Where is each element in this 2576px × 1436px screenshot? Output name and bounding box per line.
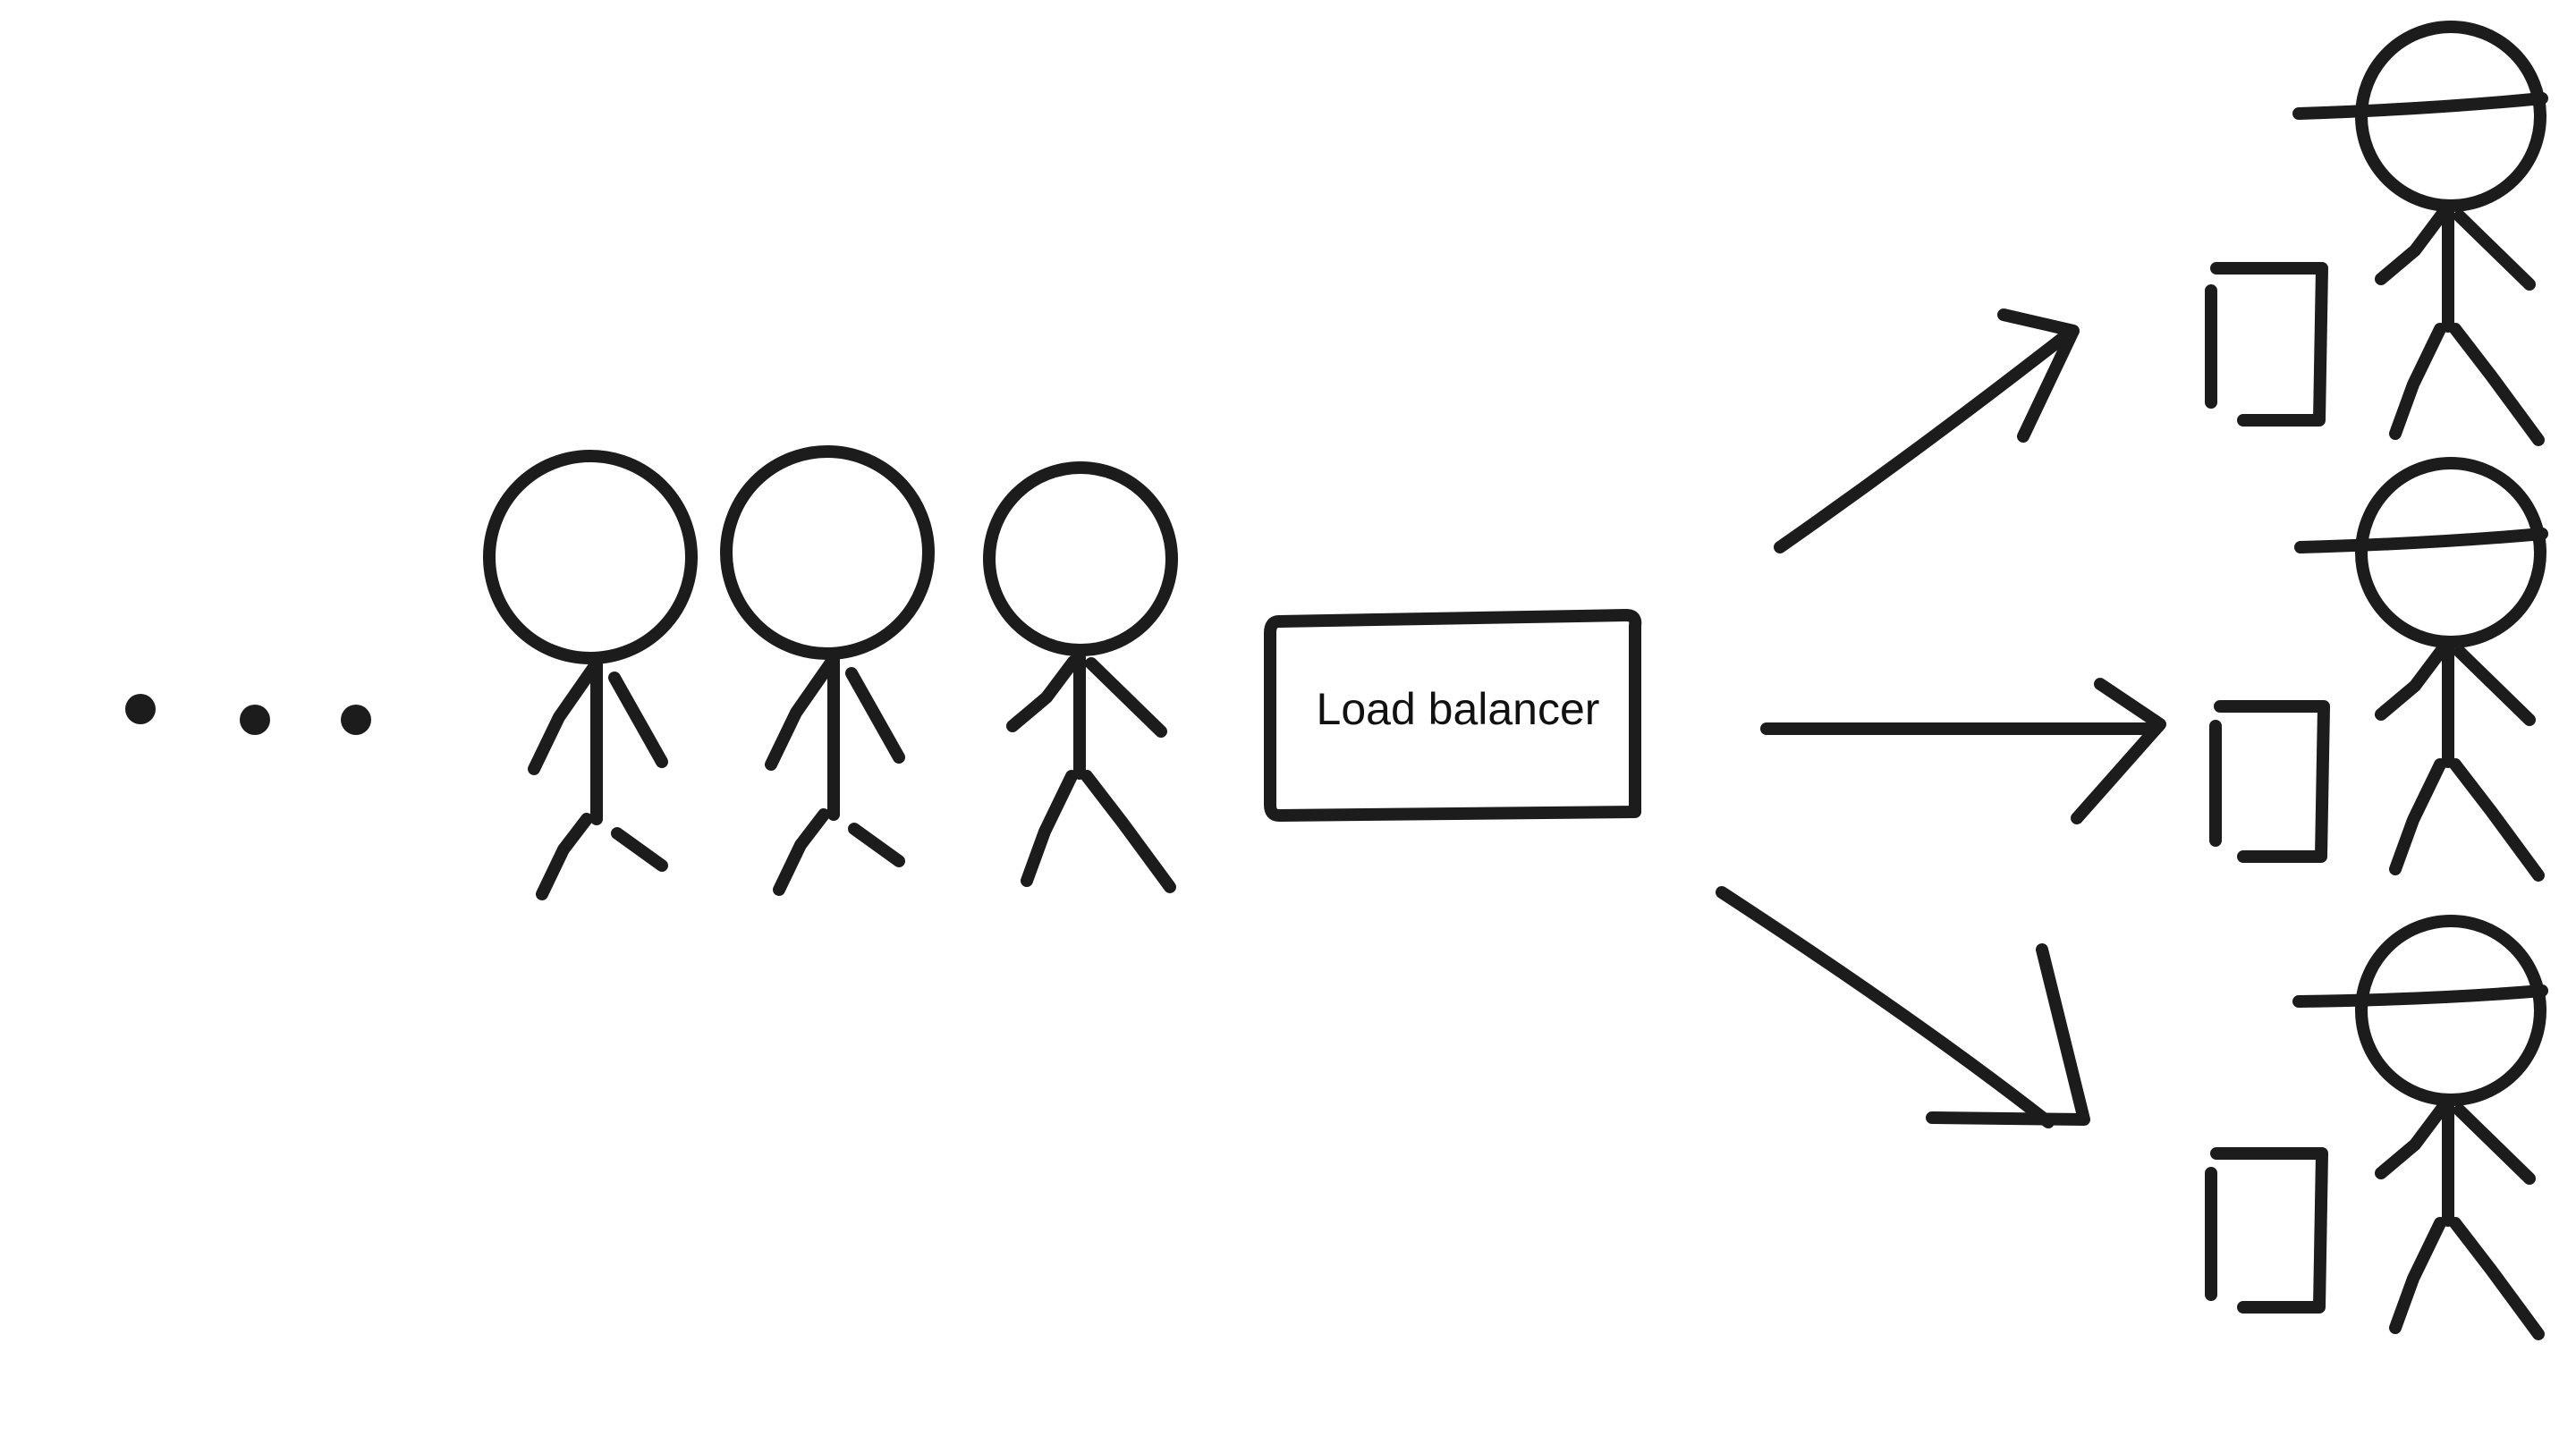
worker-right-leg xyxy=(2449,758,2545,882)
arrow-up-head xyxy=(1997,308,2080,443)
worker-left-arm xyxy=(2375,644,2448,721)
worker-figure xyxy=(2205,915,2548,1340)
load-balancer-label: Load balancer xyxy=(1316,684,1600,734)
worker-tool xyxy=(2209,700,2330,863)
client-left-leg xyxy=(536,813,593,900)
worker-hat-brim xyxy=(2292,984,2548,1008)
worker-head xyxy=(2355,915,2546,1106)
worker-right-leg xyxy=(2449,323,2545,446)
worker-right-leg xyxy=(2449,1217,2545,1340)
client-head xyxy=(483,450,698,664)
worker-left-leg xyxy=(2389,323,2446,440)
worker-left-leg xyxy=(2389,1217,2446,1334)
arrow-down-head xyxy=(1926,943,2090,1126)
worker-tool xyxy=(2205,1147,2328,1314)
client-right-arm xyxy=(845,667,905,764)
client-head xyxy=(720,445,935,660)
worker-left-arm xyxy=(2375,1102,2448,1179)
client-right-leg xyxy=(848,823,905,867)
worker-head xyxy=(2355,457,2546,648)
ellipsis-dot xyxy=(240,705,270,735)
client-figure xyxy=(983,461,1178,893)
ellipsis-dot xyxy=(125,694,156,724)
load-balancer-box xyxy=(1264,609,1642,822)
ellipsis-dot xyxy=(341,705,371,735)
routing-arrows xyxy=(1716,308,2166,1128)
client-left-leg xyxy=(773,808,830,896)
worker-head xyxy=(2355,21,2546,212)
worker-right-arm xyxy=(2453,210,2536,291)
arrow-down xyxy=(1716,886,2055,1128)
client-left-arm xyxy=(765,656,837,771)
client-figure xyxy=(720,445,935,896)
client-right-leg xyxy=(611,827,668,872)
worker-left-leg xyxy=(2389,758,2446,875)
client-figure xyxy=(483,450,698,900)
client-right-arm xyxy=(1085,657,1167,738)
worker-figure xyxy=(2205,21,2548,446)
client-head xyxy=(983,461,1178,656)
worker-hat-brim xyxy=(2294,528,2548,553)
worker-left-arm xyxy=(2375,208,2448,285)
worker-right-arm xyxy=(2453,1104,2536,1185)
client-right-leg xyxy=(1080,770,1176,893)
worker-figure xyxy=(2209,457,2548,882)
worker-right-arm xyxy=(2453,646,2536,726)
client-left-arm xyxy=(528,661,600,775)
ellipsis xyxy=(125,694,371,735)
client-right-arm xyxy=(608,672,668,768)
client-left-leg xyxy=(1021,770,1078,887)
worker-tool xyxy=(2205,262,2328,427)
arrow-straight-head xyxy=(2071,678,2166,824)
worker-hat-brim xyxy=(2292,92,2548,120)
arrow-up xyxy=(1774,329,2072,553)
client-left-arm xyxy=(1006,655,1080,732)
